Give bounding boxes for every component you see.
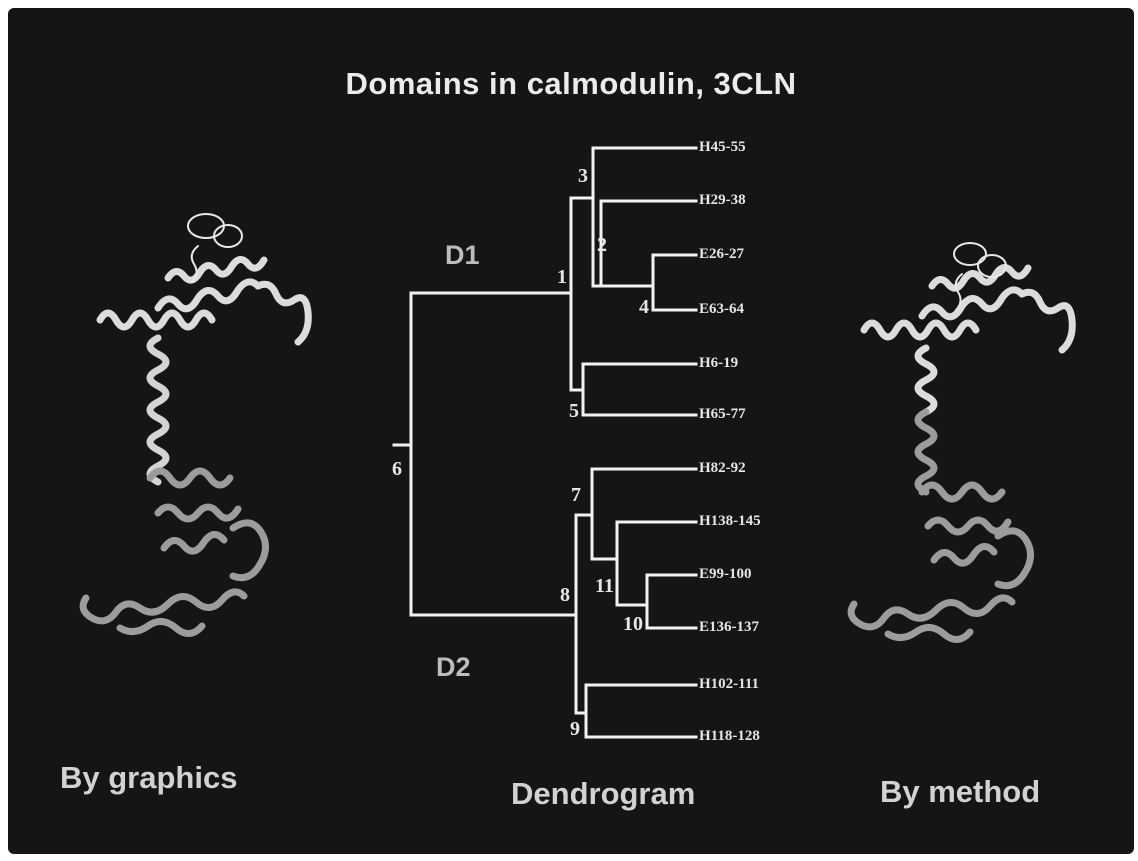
slide: Domains in calmodulin, 3CLN <box>8 8 1134 854</box>
leaf-label-e99-100: E99-100 <box>699 566 752 583</box>
leaf-label-h65-77: H65-77 <box>699 406 746 423</box>
leaf-label-e26-27: E26-27 <box>699 246 744 263</box>
node-label-1: 1 <box>557 266 567 289</box>
leaf-label-h118-128: H118-128 <box>699 728 760 745</box>
caption-dendrogram: Dendrogram <box>511 776 695 812</box>
node-label-6: 6 <box>392 458 402 481</box>
leaf-label-e136-137: E136-137 <box>699 619 759 636</box>
node-label-7: 7 <box>571 484 581 507</box>
domain-label-d2: D2 <box>436 652 471 683</box>
leaf-label-h29-38: H29-38 <box>699 192 746 209</box>
node-label-10: 10 <box>623 613 643 636</box>
node-label-3: 3 <box>578 165 588 188</box>
node-label-8: 8 <box>560 584 570 607</box>
node-label-9: 9 <box>570 718 580 741</box>
caption-by-method: By method <box>880 774 1040 810</box>
leaf-label-e63-64: E63-64 <box>699 301 744 318</box>
leaf-label-h102-111: H102-111 <box>699 676 759 693</box>
node-label-5: 5 <box>569 400 579 423</box>
domain-label-d1: D1 <box>445 240 480 271</box>
node-label-4: 4 <box>639 296 649 319</box>
leaf-label-h45-55: H45-55 <box>699 139 746 156</box>
node-label-2: 2 <box>597 234 607 257</box>
leaf-label-h6-19: H6-19 <box>699 355 738 372</box>
caption-by-graphics: By graphics <box>60 760 237 796</box>
node-label-11: 11 <box>595 575 614 598</box>
leaf-label-h138-145: H138-145 <box>699 513 761 530</box>
leaf-label-h82-92: H82-92 <box>699 460 746 477</box>
